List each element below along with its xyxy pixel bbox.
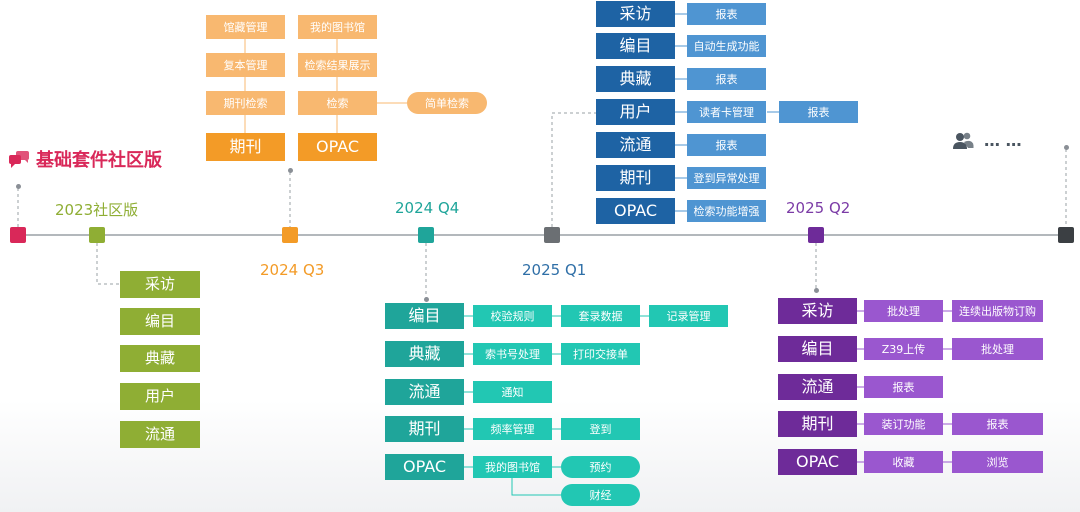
feature-box-q4: 记录管理 [649, 305, 728, 327]
feature-box-q3: 我的图书馆 [298, 15, 377, 39]
feature-box-q2: 浏览 [952, 451, 1043, 473]
category-box-q4: 期刊 [385, 416, 464, 442]
feature-box-q3: 馆藏管理 [206, 15, 285, 39]
feature-box-q3: 复本管理 [206, 53, 285, 77]
connector [551, 112, 596, 227]
category-box-q3: OPAC [298, 133, 377, 161]
feature-box-q4: 我的图书馆 [473, 456, 552, 478]
feature-box-q1: 登到异常处理 [687, 167, 766, 189]
feature-box-q2: 报表 [952, 413, 1043, 435]
category-box-q4: 编目 [385, 303, 464, 329]
timeline-marker-end [1058, 227, 1074, 243]
category-box-q4: 流通 [385, 379, 464, 405]
category-box-q3: 期刊 [206, 133, 285, 161]
connector-dot [813, 287, 819, 293]
connector-dot [1063, 144, 1069, 150]
feature-box-q4: 频率管理 [473, 418, 552, 440]
module-box-2023: 采访 [120, 271, 200, 298]
category-box-q1: 流通 [596, 132, 675, 158]
feature-box-q4: 套录数据 [561, 305, 640, 327]
category-box-q4: OPAC [385, 454, 464, 480]
feature-box-q1: 读者卡管理 [687, 101, 766, 123]
milestone-label: 2024 Q4 [395, 199, 460, 217]
feature-pill-q4: 预约 [561, 456, 640, 478]
more-indicator: … … [952, 131, 1022, 150]
category-box-q1: 编目 [596, 33, 675, 59]
feature-box-q4: 登到 [561, 418, 640, 440]
feature-box-q2: 批处理 [952, 338, 1043, 360]
category-box-q2: 编目 [778, 336, 857, 362]
milestone-label: 2025 Q2 [786, 199, 851, 217]
category-box-q1: 采访 [596, 1, 675, 27]
feature-box-q4: 索书号处理 [473, 343, 552, 365]
brand-title: 基础套件社区版 [36, 150, 162, 171]
feature-box-q3: 期刊检索 [206, 91, 285, 115]
users-icon [953, 132, 974, 149]
timeline-marker-start [10, 227, 26, 243]
feature-box-q1: 报表 [687, 134, 766, 156]
timeline-marker-2025-q1 [544, 227, 560, 243]
connector [511, 478, 561, 496]
category-box-q2: OPAC [778, 449, 857, 475]
category-box-q2: 期刊 [778, 411, 857, 437]
category-box-q2: 流通 [778, 374, 857, 400]
timeline-marker-2024-q3 [282, 227, 298, 243]
feature-box-q2: 批处理 [864, 300, 943, 322]
timeline-marker-2023 [89, 227, 105, 243]
chat-bubbles-icon [9, 151, 29, 168]
more-ellipsis: … … [984, 131, 1022, 150]
feature-box-q2: 连续出版物订购 [952, 300, 1043, 322]
module-box-2023: 用户 [120, 383, 200, 410]
timeline-marker-2025-q2 [808, 227, 824, 243]
feature-box-q4: 通知 [473, 381, 552, 403]
feature-box-q2: Z39上传 [864, 338, 943, 360]
feature-box-q1: 报表 [779, 101, 858, 123]
category-box-q1: 典藏 [596, 66, 675, 92]
module-box-2023: 典藏 [120, 345, 200, 372]
feature-box-q1: 检索功能增强 [687, 200, 766, 222]
module-box-2023: 编目 [120, 308, 200, 335]
category-box-q2: 采访 [778, 298, 857, 324]
feature-box-q2: 装订功能 [864, 413, 943, 435]
connector-dot [287, 167, 293, 173]
category-box-q4: 典藏 [385, 341, 464, 367]
timeline-marker-2024-q4 [418, 227, 434, 243]
category-box-q1: 期刊 [596, 165, 675, 191]
feature-box-q3: 检索结果展示 [298, 53, 377, 77]
simple-search-pill: 简单检索 [407, 92, 487, 114]
category-box-q1: 用户 [596, 99, 675, 125]
feature-box-q4: 打印交接单 [561, 343, 640, 365]
milestone-label: 2025 Q1 [522, 261, 587, 279]
milestone-label: 2023社区版 [55, 201, 139, 219]
milestone-label: 2024 Q3 [260, 261, 325, 279]
feature-box-q2: 收藏 [864, 451, 943, 473]
module-box-2023: 流通 [120, 421, 200, 448]
connector-dot [423, 296, 429, 302]
feature-box-q2: 报表 [864, 376, 943, 398]
connector [96, 243, 119, 285]
brand-header: 基础套件社区版 [8, 146, 162, 172]
connector-dot [15, 183, 21, 189]
feature-box-q3: 检索 [298, 91, 377, 115]
feature-box-q1: 报表 [687, 68, 766, 90]
feature-box-q1: 报表 [687, 3, 766, 25]
category-box-q1: OPAC [596, 198, 675, 224]
feature-pill-q4: 财经 [561, 484, 640, 506]
feature-box-q1: 自动生成功能 [687, 35, 766, 57]
feature-box-q4: 校验规则 [473, 305, 552, 327]
